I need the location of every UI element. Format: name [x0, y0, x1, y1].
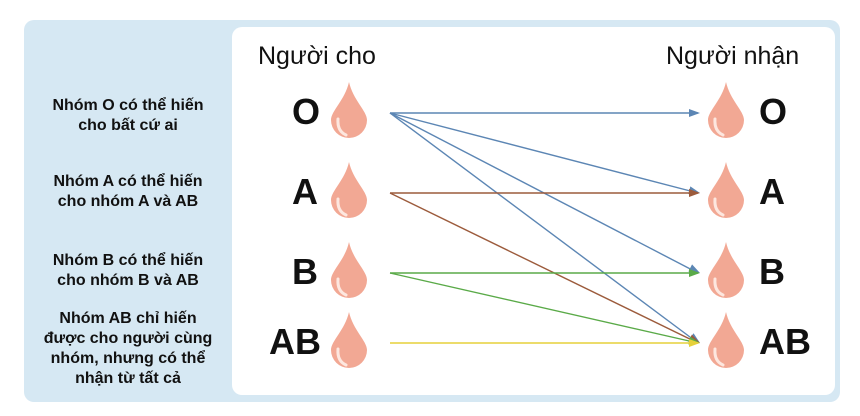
- note-group-b: Nhóm B có thể hiến cho nhóm B và AB: [52, 252, 204, 289]
- arrowhead-icon: [689, 269, 700, 277]
- note-group-o: Nhóm O có thể hiến cho bất cứ ai: [52, 97, 204, 134]
- donor-label-a: A: [292, 171, 318, 212]
- arrow-a-to-a: [390, 189, 700, 197]
- arrow-o-to-a: [389, 112, 700, 195]
- donor-label-b: B: [292, 251, 318, 292]
- recipient-label-a: A: [759, 171, 785, 212]
- arrow-ab-to-ab: [390, 339, 700, 347]
- arrowhead-icon: [689, 339, 700, 347]
- donor-drop-a-icon: [331, 162, 367, 218]
- donor-label-o: O: [292, 91, 321, 132]
- recipient-label-ab: AB: [759, 321, 811, 362]
- note-group-ab: Nhóm AB chỉ hiến được cho người cùng nhó…: [43, 310, 213, 387]
- recipient-drop-a-icon: [708, 162, 744, 218]
- arrowhead-icon: [689, 189, 700, 197]
- recipient-label-b: B: [759, 251, 785, 292]
- donor-drop-ab-icon: [331, 312, 367, 368]
- arrow-b-to-ab: [389, 272, 700, 345]
- recipient-column-title: Người nhận: [666, 42, 800, 70]
- note-group-a: Nhóm A có thể hiến cho nhóm A và AB: [53, 173, 203, 210]
- arrow-b-to-b: [390, 269, 700, 277]
- recipient-drop-o-icon: [708, 82, 744, 138]
- donor-column-title: Người cho: [258, 42, 376, 70]
- arrow-a-to-ab: [389, 192, 700, 344]
- donor-label-ab: AB: [269, 321, 321, 362]
- recipient-label-o: O: [759, 91, 788, 132]
- donor-drop-o-icon: [331, 82, 367, 138]
- recipient-drop-ab-icon: [708, 312, 744, 368]
- arrowhead-icon: [689, 109, 700, 117]
- recipient-drop-b-icon: [708, 242, 744, 298]
- donor-drop-b-icon: [331, 242, 367, 298]
- arrow-o-to-o: [390, 109, 700, 117]
